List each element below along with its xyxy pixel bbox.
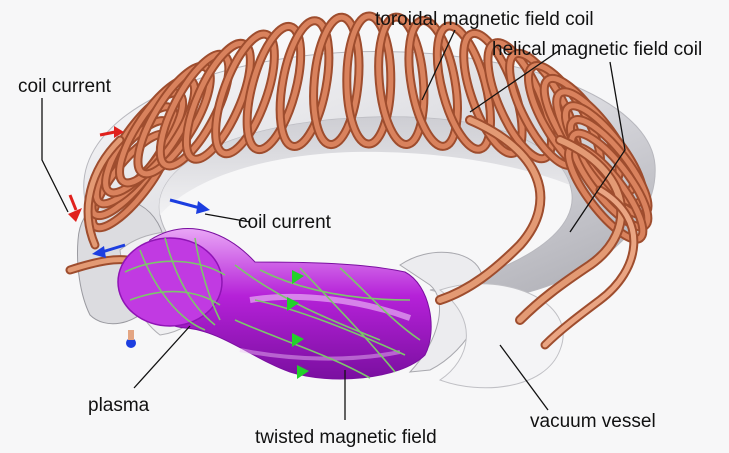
label-coil-current-mid: coil current <box>238 212 332 233</box>
label-plasma: plasma <box>88 395 150 416</box>
label-toroidal-coil: toroidal magnetic field coil <box>375 9 594 30</box>
label-helical-coil: helical magnetic field coil <box>492 39 702 60</box>
plasma <box>118 229 431 379</box>
label-twisted-field: twisted magnetic field <box>255 427 437 448</box>
label-coil-current-top: coil current <box>18 76 112 97</box>
label-vacuum-vessel: vacuum vessel <box>530 411 656 432</box>
